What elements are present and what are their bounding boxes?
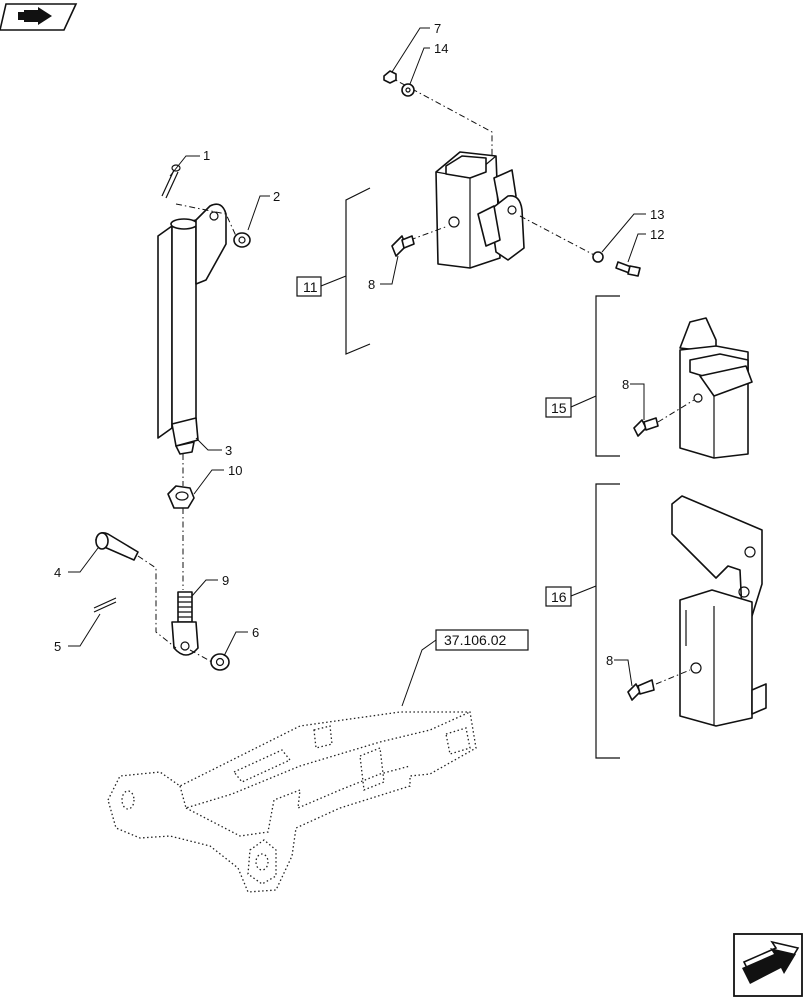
group-11-label: 11: [303, 279, 318, 295]
callout-7: 7: [434, 21, 441, 36]
callout-5: 5: [54, 639, 61, 654]
leader-lines: [68, 27, 646, 707]
cross-reference-box[interactable]: 37.106.02: [435, 629, 529, 651]
group-15-bracket: [595, 295, 620, 457]
holder-assembly-16: [627, 495, 767, 727]
cross-reference-label: 37.106.02: [444, 632, 506, 648]
washer-13: [592, 251, 604, 263]
callout-14: 14: [434, 41, 448, 56]
nut-7: [383, 70, 397, 84]
wing-bolt-8-top: [391, 235, 415, 257]
callout-2: 2: [273, 189, 280, 204]
callout-9: 9: [222, 573, 229, 588]
lift-cylinder-assembly: [93, 164, 251, 671]
group-11-box[interactable]: 11: [296, 276, 322, 297]
previous-page-arrow-icon[interactable]: [0, 3, 78, 31]
group-15-label: 15: [551, 400, 567, 416]
callout-8-bottom: 8: [606, 653, 613, 668]
group-16-bracket: [595, 483, 620, 759]
callout-13: 13: [650, 207, 664, 222]
holder-assembly-15: [633, 317, 753, 459]
callout-6: 6: [252, 625, 259, 640]
group-16-box[interactable]: 16: [545, 586, 572, 607]
group-15-box[interactable]: 15: [545, 397, 572, 418]
callout-1: 1: [203, 148, 210, 163]
tractor-front-frame: [107, 711, 477, 893]
upper-holder-assembly: [387, 75, 597, 269]
group-11-bracket: [345, 187, 371, 355]
callout-10: 10: [228, 463, 242, 478]
group-16-label: 16: [551, 589, 567, 605]
callout-3: 3: [225, 443, 232, 458]
washer-14: [401, 83, 415, 97]
callout-8-middle: 8: [622, 377, 629, 392]
callout-4: 4: [54, 565, 61, 580]
callout-12: 12: [650, 227, 664, 242]
next-page-arrow-icon[interactable]: [733, 933, 803, 997]
callout-8-top: 8: [368, 277, 375, 292]
